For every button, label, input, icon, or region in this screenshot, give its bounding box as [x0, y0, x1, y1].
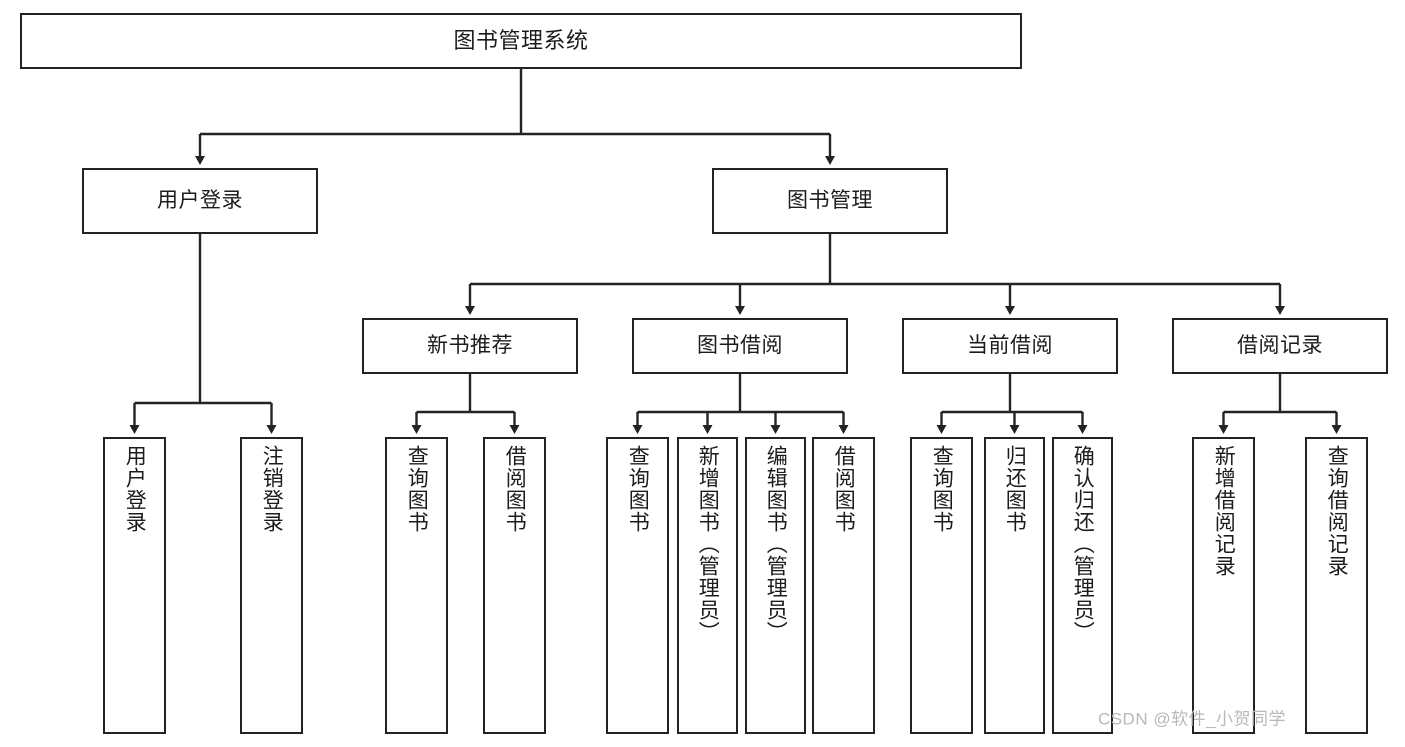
node-current-borrow[interactable]: 当前借阅 [902, 318, 1118, 374]
node-label: 查询图书 [626, 445, 650, 533]
node-book-borrow[interactable]: 图书借阅 [632, 318, 848, 374]
node-leaf-confirm-return[interactable]: 确认归还（管理员） [1052, 437, 1113, 734]
node-label: 新增借阅记录 [1212, 445, 1236, 577]
node-label: 用户登录 [157, 188, 243, 212]
node-label: 查询图书 [405, 445, 429, 533]
node-leaf-edit-book[interactable]: 编辑图书（管理员） [745, 437, 806, 734]
node-label: 借阅记录 [1237, 333, 1323, 357]
node-leaf-add-record[interactable]: 新增借阅记录 [1192, 437, 1255, 734]
node-leaf-return-book[interactable]: 归还图书 [984, 437, 1045, 734]
node-label: 当前借阅 [967, 333, 1053, 357]
node-leaf-user-login[interactable]: 用户登录 [103, 437, 166, 734]
node-leaf-query-book-1[interactable]: 查询图书 [385, 437, 448, 734]
node-label: 确认归还（管理员） [1071, 445, 1095, 643]
node-label: 查询借阅记录 [1325, 445, 1349, 577]
node-label: 注销登录 [260, 445, 284, 533]
node-label: 用户登录 [123, 445, 147, 533]
node-leaf-borrow-book-2[interactable]: 借阅图书 [812, 437, 875, 734]
node-label: 借阅图书 [503, 445, 527, 533]
node-label: 编辑图书（管理员） [764, 445, 788, 643]
node-user-login[interactable]: 用户登录 [82, 168, 318, 234]
node-label: 查询图书 [930, 445, 954, 533]
node-leaf-query-book-3[interactable]: 查询图书 [910, 437, 973, 734]
node-label: 图书管理 [787, 188, 873, 212]
node-new-book-recommend[interactable]: 新书推荐 [362, 318, 578, 374]
node-label: 新增图书（管理员） [696, 445, 720, 643]
node-leaf-add-book[interactable]: 新增图书（管理员） [677, 437, 738, 734]
node-leaf-query-book-2[interactable]: 查询图书 [606, 437, 669, 734]
csdn-watermark: CSDN @软件_小贺同学 [1097, 709, 1287, 729]
node-leaf-logout[interactable]: 注销登录 [240, 437, 303, 734]
node-label: 图书管理系统 [453, 28, 589, 54]
node-label: 新书推荐 [427, 333, 513, 357]
node-leaf-query-record[interactable]: 查询借阅记录 [1305, 437, 1368, 734]
node-borrow-record[interactable]: 借阅记录 [1172, 318, 1388, 374]
node-root[interactable]: 图书管理系统 [20, 13, 1022, 69]
node-label: 归还图书 [1003, 445, 1027, 533]
node-label: 图书借阅 [697, 333, 783, 357]
node-book-management[interactable]: 图书管理 [712, 168, 948, 234]
node-label: 借阅图书 [832, 445, 856, 533]
node-leaf-borrow-book-1[interactable]: 借阅图书 [483, 437, 546, 734]
